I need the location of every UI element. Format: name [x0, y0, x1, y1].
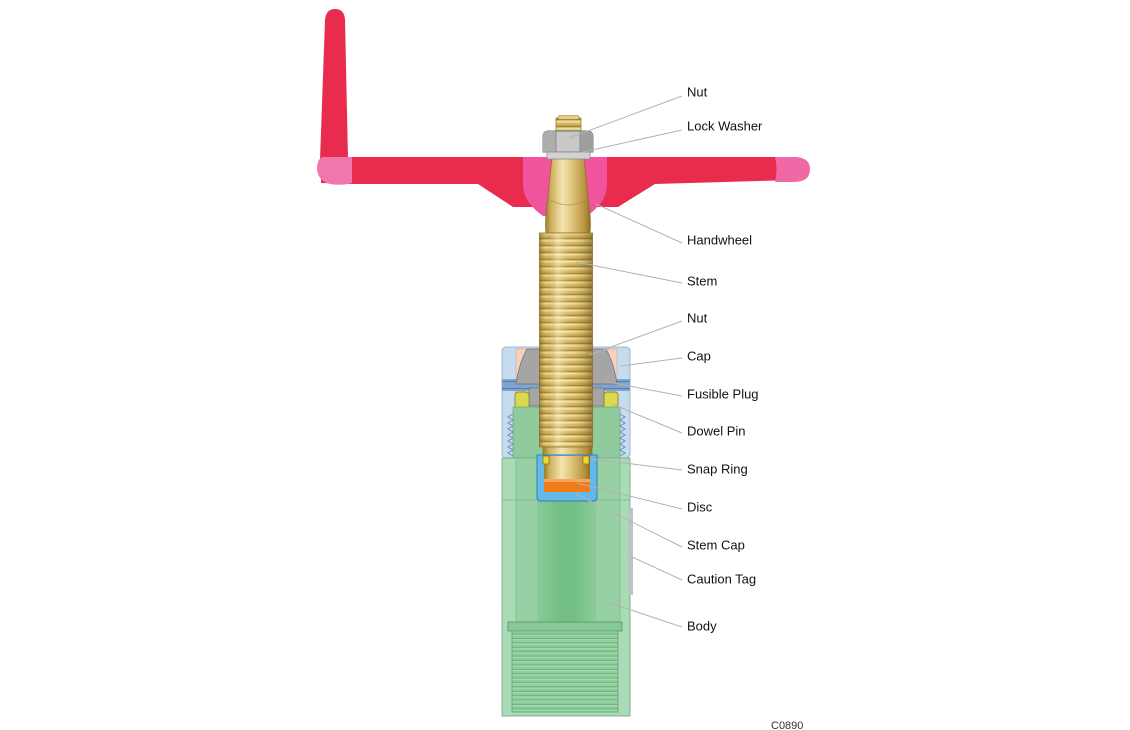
stem-cap-assembly	[536, 454, 598, 502]
label-cap: Cap	[687, 348, 711, 363]
stem-top-stub	[555, 117, 582, 133]
leader-lock-washer	[582, 129, 683, 153]
leader-stem-cap	[575, 493, 683, 548]
label-caution-tag: Caution Tag	[687, 571, 756, 586]
leader-handwheel	[595, 203, 683, 244]
snap-ring-left	[542, 455, 550, 465]
handwheel-left-end-cap	[317, 157, 352, 185]
lock-washer-graphic	[546, 151, 591, 160]
cap-thread-right	[619, 413, 626, 457]
label-dowel-pin: Dowel Pin	[687, 423, 746, 438]
stem-top-fasteners	[542, 115, 594, 160]
figure-code: C0890	[771, 720, 803, 730]
packing-nut-left	[515, 348, 542, 385]
label-stem: Stem	[687, 273, 717, 288]
label-disc: Disc	[687, 499, 713, 514]
label-snap-ring: Snap Ring	[687, 461, 748, 476]
leader-disc	[576, 482, 683, 510]
body-threaded-end	[511, 630, 619, 713]
label-nut-top: Nut	[687, 84, 708, 99]
leader-cap	[620, 357, 683, 367]
leader-nut-top	[568, 95, 683, 139]
label-handwheel: Handwheel	[687, 232, 752, 247]
leader-snap-ring	[590, 458, 683, 471]
body-flange	[507, 621, 623, 632]
stem-end-in-cup	[544, 456, 590, 479]
leader-nut-lower	[588, 320, 683, 356]
label-body: Body	[687, 618, 717, 633]
handwheel-right-end-cap	[775, 157, 810, 182]
caution-tag-graphic	[628, 508, 633, 595]
leader-dowel-pin	[611, 403, 683, 434]
handwheel-vertical-handle	[320, 9, 348, 160]
label-fusible-plug: Fusible Plug	[687, 386, 759, 401]
label-nut-lower: Nut	[687, 310, 708, 325]
leader-fusible-plug	[602, 380, 683, 397]
packing-nut-right-foot	[591, 387, 605, 407]
leader-body	[609, 602, 683, 628]
snap-ring-right	[582, 455, 590, 465]
part-labels: Nut Lock Washer Handwheel Stem Nut Cap F…	[687, 84, 763, 633]
leader-caution-tag	[629, 555, 683, 581]
disc-graphic	[544, 479, 590, 492]
leader-lines	[568, 95, 683, 628]
leader-stem	[575, 261, 683, 284]
stem-upper-taper	[545, 157, 591, 234]
cap-thread-left	[507, 413, 514, 457]
label-lock-washer: Lock Washer	[687, 118, 763, 133]
stem-threads	[539, 232, 593, 457]
label-stem-cap: Stem Cap	[687, 537, 745, 552]
